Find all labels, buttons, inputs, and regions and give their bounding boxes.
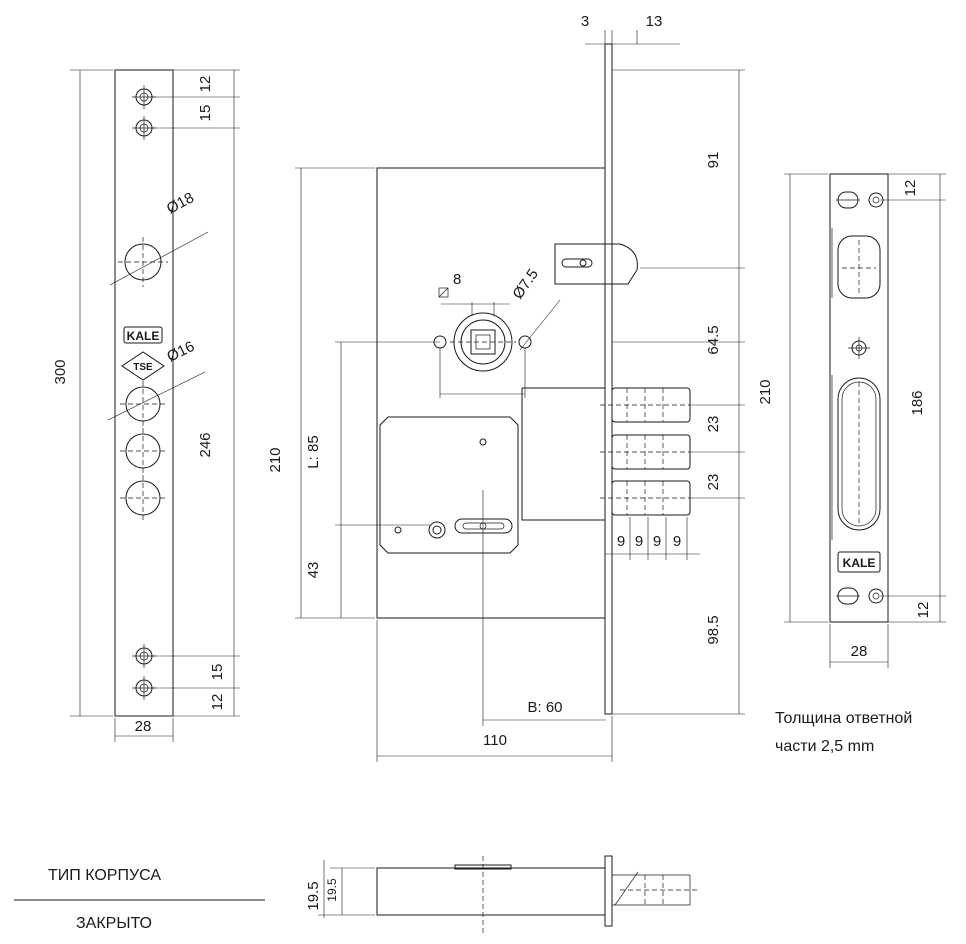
latch-hole [109,231,209,287]
dead-bolt-3 [600,480,691,516]
screw-hole-top-1 [132,85,156,109]
bottom-dim-b-label: 19.5 [325,878,339,902]
tse-logo: TSE [121,351,165,381]
faceplate-height-label: 300 [52,359,69,384]
strike-186-label: 186 [909,390,926,415]
strike-plate: 210 28 12 186 12 KALE [757,173,946,668]
screw-hole-bottom-1 [132,644,156,668]
kale-logo: KALE [123,326,163,344]
spindle-hub [441,302,516,372]
dead-bolt-1 [600,387,691,423]
faceplate-width-label: 28 [135,718,152,735]
screw-hole-bottom-2 [132,676,156,700]
d18-label: Ø18 [164,189,197,217]
svg-text:KALE: KALE [843,556,876,570]
bottom-12-label: 12 [209,694,226,711]
backset-label: B: 60 [527,699,562,716]
body-width-label: 110 [483,732,507,749]
screw-hole-top-2 [132,116,156,140]
svg-text:KALE: KALE [127,329,160,343]
top-12-label: 12 [197,76,214,93]
bottom-15-label: 15 [209,664,226,681]
bolt-hole-1 [120,381,166,427]
throw-2-label: 9 [635,533,643,550]
case-type-label: ТИП КОРПУСА [48,867,162,884]
note-line-2: части 2,5 mm [775,738,875,755]
dim-23a-label: 23 [705,416,722,433]
throw-3-label: 9 [653,533,661,550]
body-screw-right [518,335,532,349]
latch-bolt [554,243,638,285]
strike-top-12-label: 12 [902,180,919,197]
bottom-section-view: 19.5 19.5 [305,855,700,934]
dim-64-5-label: 64.5 [705,325,722,354]
strike-height-label: 210 [757,379,774,404]
top-15-label: 15 [197,105,214,122]
throw-1-label: 9 [617,533,625,550]
dead-bolt-2 [600,434,691,470]
dim-91-label: 91 [705,152,722,169]
left-faceplate: 300 28 12 15 246 15 12 [52,69,240,742]
d75-label: Ø7.5 [509,266,542,302]
dim-3-label: 3 [581,13,589,30]
l85-label: L: 85 [305,435,322,468]
strike-kale-logo [837,551,881,573]
key-housing [379,416,519,554]
case-type-value: ЗАКРЫТО [76,915,152,932]
dim-98-5-label: 98.5 [705,615,722,644]
square-symbol [438,287,449,298]
note-line-1: Толщина ответной [775,710,913,727]
strike-width-label: 28 [851,643,868,660]
throw-4-label: 9 [673,533,681,550]
d16-label: Ø16 [164,338,197,366]
svg-text:TSE: TSE [133,362,153,373]
dim-43-label: 43 [305,562,322,579]
bolt-hole-3 [120,475,166,521]
lock-body: 3 13 91 64.5 23 23 98.5 210 L: 85 43 110… [267,13,745,762]
strike-thickness-note: Толщина ответной части 2,5 mm [775,705,912,761]
bottom-dim-a-label: 19.5 [305,881,322,910]
body-height-label: 210 [267,447,284,472]
dim-13-label: 13 [646,13,663,30]
bolt-hole-2 [120,428,166,474]
square-8-label: 8 [453,271,461,288]
pitch-246-label: 246 [197,432,214,457]
strike-bottom-12-label: 12 [915,602,932,619]
dim-23b-label: 23 [705,474,722,491]
